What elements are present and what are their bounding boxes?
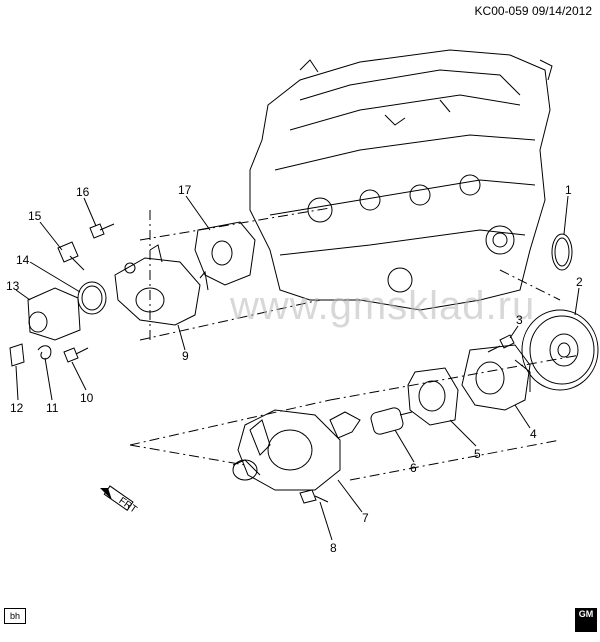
part-8-bolt xyxy=(299,489,329,504)
callout-3: 3 xyxy=(516,313,523,327)
callout-1: 1 xyxy=(565,183,572,197)
callout-17: 17 xyxy=(178,183,192,197)
part-4-housing xyxy=(461,344,531,411)
callout-15: 15 xyxy=(28,209,42,223)
diagram-header: KC00-059 09/14/2012 xyxy=(475,4,592,18)
leader-lines xyxy=(15,195,580,541)
callout-5: 5 xyxy=(474,447,481,461)
part-17-gasket xyxy=(194,221,256,286)
callout-16: 16 xyxy=(76,185,90,199)
part-13-outlet xyxy=(27,287,81,341)
callout-10: 10 xyxy=(80,391,94,405)
diagram-code: KC00-059 xyxy=(474,4,529,18)
part-10-bolt xyxy=(63,347,89,363)
callout-9: 9 xyxy=(182,349,189,363)
part-1-seal xyxy=(551,233,573,271)
part-6-bearing xyxy=(329,407,413,439)
callout-6: 6 xyxy=(410,461,417,475)
callout-11: 11 xyxy=(46,401,59,415)
callout-12: 12 xyxy=(10,401,24,415)
watermark-text: www.gmsklad.ru xyxy=(230,284,536,328)
part-5-gasket xyxy=(407,367,459,426)
callout-4: 4 xyxy=(530,427,537,441)
part-12-connector xyxy=(9,343,25,367)
gm-logo: GM xyxy=(575,608,597,632)
part-11-clip xyxy=(37,345,52,360)
part-2-pulley xyxy=(521,309,599,391)
part-3-bolt xyxy=(499,334,515,349)
engine-block xyxy=(249,49,553,311)
part-9-thermostat-housing xyxy=(114,244,209,326)
part-7-pump-body xyxy=(232,409,341,491)
part-15-sensor xyxy=(57,241,85,271)
callout-14: 14 xyxy=(16,253,30,267)
alignment-lines xyxy=(129,207,581,481)
callout-8: 8 xyxy=(330,541,337,555)
callout-13: 13 xyxy=(6,279,20,293)
callout-2: 2 xyxy=(576,275,583,289)
diagram-date: 09/14/2012 xyxy=(531,4,592,18)
part-16-bolt xyxy=(89,223,115,239)
footer-left-badge: bh xyxy=(4,608,26,624)
callout-7: 7 xyxy=(362,511,369,525)
